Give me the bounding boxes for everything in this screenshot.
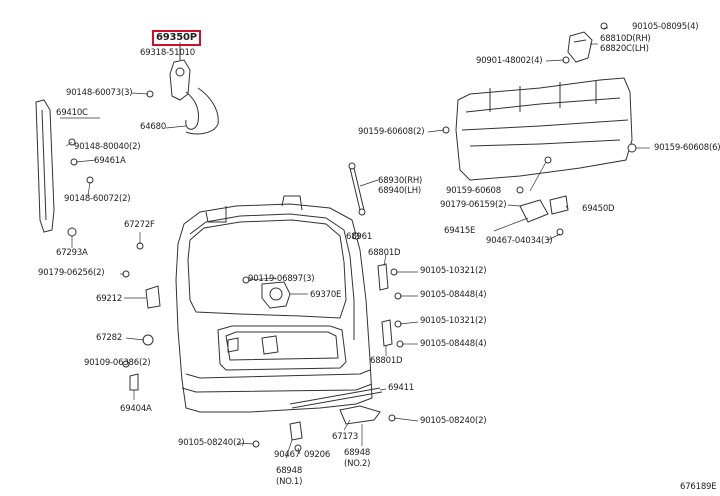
part-label-69370E[interactable]: 69370E xyxy=(310,290,342,300)
part-label-68948-no1[interactable]: 68948 xyxy=(276,466,303,476)
part-label-69411[interactable]: 69411 xyxy=(388,383,415,393)
part-label-69410C[interactable]: 69410C xyxy=(56,108,88,118)
part-label-68801D-upper[interactable]: 68801D xyxy=(368,248,401,258)
gas-strut-upper xyxy=(348,162,366,216)
part-label-68948-no1-sub: (NO.1) xyxy=(276,477,303,487)
part-label-68961[interactable]: 68961 xyxy=(346,232,373,242)
part-label-90105-08448-a[interactable]: 90105-08448(4) xyxy=(420,290,487,300)
leader-lines xyxy=(60,27,650,459)
part-label-69415E[interactable]: 69415E xyxy=(444,226,476,236)
part-label-90148-60073[interactable]: 90148-60073(3) xyxy=(66,88,133,98)
part-label-68801D-lower[interactable]: 68801D xyxy=(370,356,403,366)
left-pillar-garnish xyxy=(35,99,55,233)
part-label-90179-06256[interactable]: 90179-06256(2) xyxy=(38,268,105,278)
part-label-90105-08240-left[interactable]: 90105-08240(2) xyxy=(178,438,245,448)
back-door-panel xyxy=(175,195,373,413)
part-label-90105-10321-b[interactable]: 90105-10321(2) xyxy=(420,316,487,326)
part-label-90179-06159[interactable]: 90179-06159(2) xyxy=(440,200,507,210)
part-label-90148-80040[interactable]: 90148-80040(2) xyxy=(74,142,141,152)
spoiler-panel xyxy=(455,31,633,181)
part-label-68820C[interactable]: 68820C(LH) xyxy=(600,44,649,54)
part-label-90105-08448-b[interactable]: 90105-08448(4) xyxy=(420,339,487,349)
fastener-parts xyxy=(67,22,637,452)
part-label-90119-06897[interactable]: 90119-06897(3) xyxy=(248,274,315,284)
part-label-90159-60608-right[interactable]: 90159-60608(6) xyxy=(654,143,720,153)
part-label-90159-60608-left[interactable]: 90159-60608(2) xyxy=(358,127,425,137)
part-label-69318[interactable]: 69318-51010 xyxy=(140,48,195,58)
part-label-68948-no2-sub: (NO.2) xyxy=(344,459,371,469)
lock-cylinder-assembly xyxy=(169,46,219,135)
part-label-09206[interactable]: 09206 xyxy=(304,450,331,460)
part-label-64680[interactable]: 64680 xyxy=(140,122,167,132)
part-label-90105-08240-right[interactable]: 90105-08240(2) xyxy=(420,416,487,426)
part-label-90105-08095[interactable]: 90105-08095(4) xyxy=(632,22,699,32)
part-label-90109-06386[interactable]: 90109-06386(2) xyxy=(84,358,151,368)
part-label-67293A[interactable]: 67293A xyxy=(56,248,88,258)
part-label-68948-no2[interactable]: 68948 xyxy=(344,448,371,458)
part-label-67282[interactable]: 67282 xyxy=(96,333,123,343)
part-label-69350P[interactable]: 69350P xyxy=(152,30,201,46)
part-label-90105-10321-a[interactable]: 90105-10321(2) xyxy=(420,266,487,276)
part-label-90159-60608-center[interactable]: 90159-60608 xyxy=(446,186,501,196)
part-label-68810D[interactable]: 68810D(RH) xyxy=(600,34,651,44)
part-label-90467-bottom[interactable]: 90467 xyxy=(274,450,301,460)
gas-strut-lower xyxy=(289,387,383,409)
part-label-68940[interactable]: 68940(LH) xyxy=(378,186,421,196)
part-label-67173[interactable]: 67173 xyxy=(332,432,359,442)
part-label-69404A[interactable]: 69404A xyxy=(120,404,152,414)
part-label-90148-60072[interactable]: 90148-60072(2) xyxy=(64,194,131,204)
part-label-90467-04034[interactable]: 90467-04034(3) xyxy=(486,236,553,246)
part-label-69461A[interactable]: 69461A xyxy=(94,156,126,166)
part-label-69212[interactable]: 69212 xyxy=(96,294,123,304)
part-label-90901-48002[interactable]: 90901-48002(4) xyxy=(476,56,543,66)
part-label-67272F[interactable]: 67272F xyxy=(124,220,155,230)
diagram-id: 676189E xyxy=(680,482,717,492)
part-label-69450D[interactable]: 69450D xyxy=(582,204,615,214)
part-label-68930[interactable]: 68930(RH) xyxy=(378,176,423,186)
